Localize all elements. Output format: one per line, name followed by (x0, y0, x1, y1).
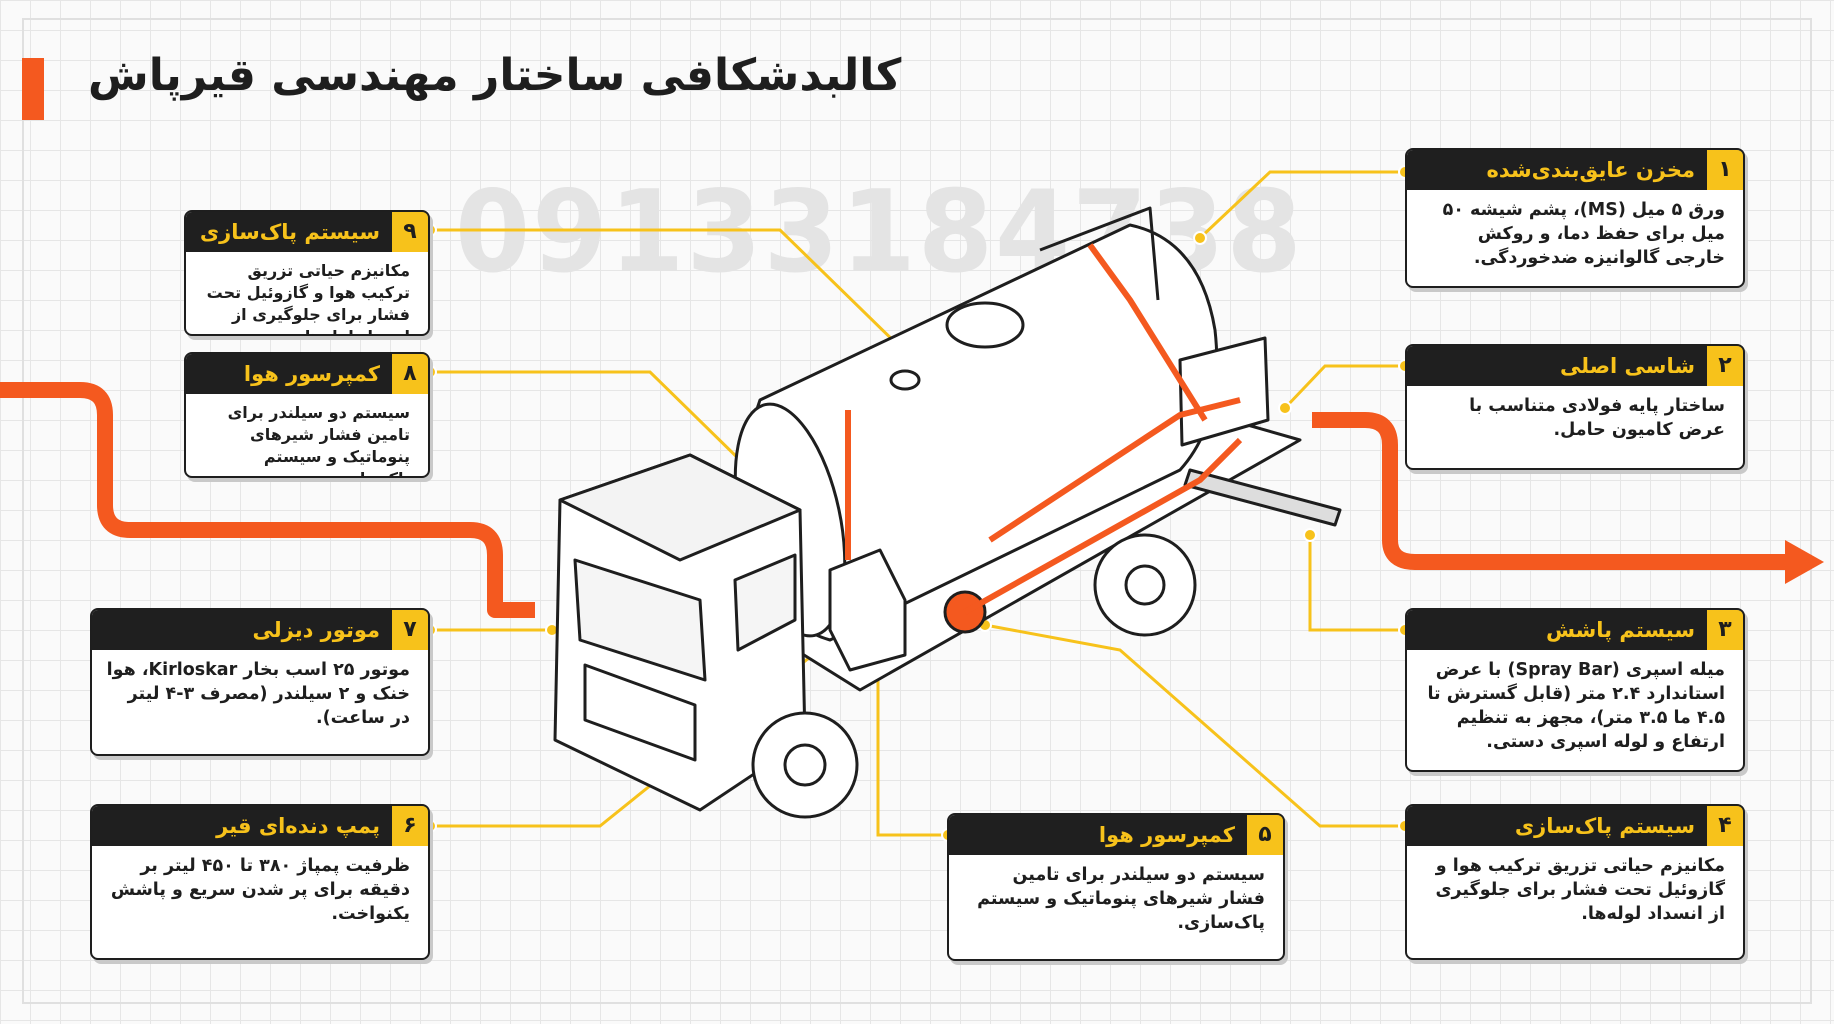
card-header: ۹ سیستم پاک‌سازی (186, 212, 428, 252)
leader-line-1 (1198, 170, 1405, 240)
card-spray-system: ۳ سیستم پاشش میله اسپری (Spray Bar) با ع… (1405, 608, 1745, 772)
card-body: مکانیزم حیاتی تزریق ترکیب هوا و گازوئیل … (1435, 856, 1726, 924)
card-body: ظرفیت پمپاژ ۳۸۰ تا ۴۵۰ لیتر بر دقیقه برا… (110, 856, 410, 924)
orange-flow-line-right (1312, 412, 1795, 570)
cab-roof (558, 453, 802, 562)
card-number: ۵ (1247, 815, 1283, 855)
card-body: میله اسپری (Spray Bar) با عرض استاندارد … (1427, 660, 1725, 752)
card-number: ۲ (1707, 346, 1743, 386)
target-dot-1 (1193, 231, 1207, 245)
orange-arrow-head (1785, 540, 1824, 584)
bitumen-truck-illustration (553, 206, 1342, 819)
pipe-upper-run (988, 397, 1241, 543)
orange-flow-line-left (0, 382, 535, 618)
card-body: موتور ۲۵ اسب بخار Kirloskar، هوا خنک و ۲… (106, 660, 410, 728)
title-accent-bar (22, 58, 44, 120)
card-purge-system-left: ۹ سیستم پاک‌سازی مکانیزم حیاتی تزریق ترک… (184, 210, 430, 336)
page-title: کالبدشکافی ساختار مهندسی قیرپاش (88, 50, 902, 101)
card-bitumen-gear-pump: ۶ پمپ دنده‌ای قیر ظرفیت پمپاژ ۳۸۰ تا ۴۵۰… (90, 804, 430, 960)
card-insulated-tank: ۱ مخزن عایق‌بندی‌شده ورق ۵ میل (MS)، پشم… (1405, 148, 1745, 288)
cab-grille (583, 663, 697, 762)
card-number: ۷ (392, 610, 428, 650)
card-title: کمپرسور هوا (1098, 823, 1235, 847)
card-diesel-engine: ۷ موتور دیزلی موتور ۲۵ اسب بخار Kirloska… (90, 608, 430, 756)
card-body: سیستم دو سیلندر برای تامین فشار شیرهای پ… (227, 403, 410, 476)
card-header: ۸ کمپرسور هوا (186, 354, 428, 394)
card-title: کمپرسور هوا (243, 362, 380, 386)
leader-line-4 (984, 623, 1405, 828)
card-header: ۳ سیستم پاشش (1407, 610, 1743, 650)
card-number: ۶ (392, 806, 428, 846)
card-title: شاسی اصلی (1559, 354, 1695, 378)
card-air-compressor-left: ۸ کمپرسور هوا سیستم دو سیلندر برای تامین… (184, 352, 430, 478)
card-number: ۳ (1707, 610, 1743, 650)
pipe-circulation (1087, 243, 1208, 422)
card-title: سیستم پاک‌سازی (1514, 814, 1695, 838)
card-main-chassis: ۲ شاسی اصلی ساختار پایه فولادی متناسب با… (1405, 344, 1745, 470)
card-header: ۴ سیستم پاک‌سازی (1407, 806, 1743, 846)
spray-bar (1183, 468, 1342, 527)
card-body: ساختار پایه فولادی متناسب با عرض کامیون … (1469, 396, 1725, 440)
card-title: سیستم پاک‌سازی (199, 220, 380, 244)
card-body: ورق ۵ میل (MS)، پشم شیشه ۵۰ میل برای حفظ… (1442, 200, 1725, 268)
card-body: مکانیزم حیاتی تزریق ترکیب هوا و گازوئیل … (206, 261, 410, 334)
card-header: ۱ مخزن عایق‌بندی‌شده (1407, 150, 1743, 190)
card-number: ۹ (392, 212, 428, 252)
engine-block (828, 548, 907, 672)
card-title: موتور دیزلی (252, 618, 380, 642)
card-number: ۸ (392, 354, 428, 394)
card-body: سیستم دو سیلندر برای تامین فشار شیرهای پ… (977, 865, 1265, 933)
card-purge-system-right: ۴ سیستم پاک‌سازی مکانیزم حیاتی تزریق ترک… (1405, 804, 1745, 960)
card-air-compressor-bottom: ۵ کمپرسور هوا سیستم دو سیلندر برای تامین… (947, 813, 1285, 961)
card-header: ۵ کمپرسور هوا (949, 815, 1283, 855)
leader-line-8 (430, 370, 747, 467)
frame-border (22, 18, 1812, 1004)
leader-line-5 (876, 640, 948, 837)
card-number: ۴ (1707, 806, 1743, 846)
card-title: مخزن عایق‌بندی‌شده (1486, 158, 1696, 182)
leader-line-3 (1308, 535, 1405, 632)
front-wheel-hub (783, 743, 827, 787)
leader-line-9 (430, 228, 907, 354)
tank-vent (889, 369, 921, 391)
card-header: ۷ موتور دیزلی (92, 610, 428, 650)
card-title: سیستم پاشش (1545, 618, 1695, 642)
card-number: ۱ (1707, 150, 1743, 190)
tank-rail (1039, 206, 1160, 301)
target-dot-2 (1278, 401, 1292, 415)
target-dot-3 (1303, 528, 1317, 542)
rear-wheel-hub (1124, 564, 1166, 606)
pipe-main-run (963, 437, 1243, 615)
card-header: ۲ شاسی اصلی (1407, 346, 1743, 386)
cab-door-window (733, 553, 797, 652)
card-title: پمپ دنده‌ای قیر (216, 814, 380, 838)
cab-windshield (573, 558, 707, 682)
card-header: ۶ پمپ دنده‌ای قیر (92, 806, 428, 846)
leader-line-2 (1283, 364, 1405, 410)
tank-manhole (945, 301, 1025, 349)
